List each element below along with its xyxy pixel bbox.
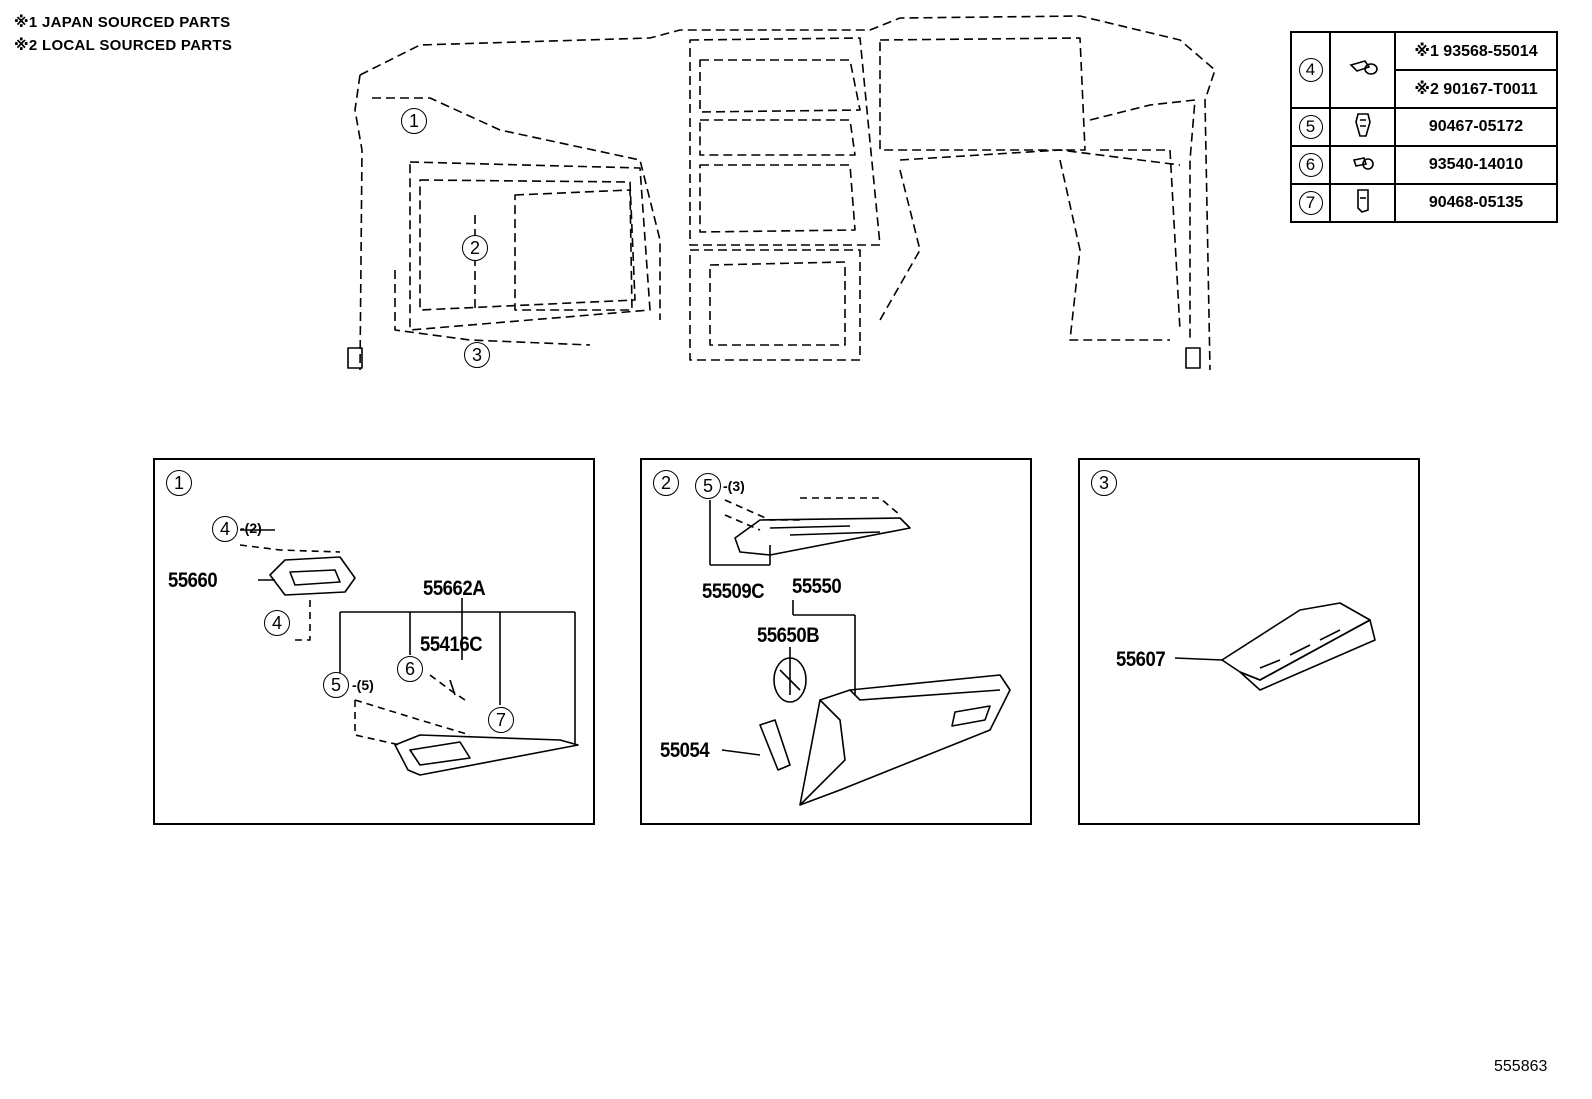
panel1-number: 1 (166, 470, 192, 496)
panel2-number: 2 (653, 470, 679, 496)
table-ref-cell: 6 (1290, 145, 1331, 185)
part-55662a: 55662A (423, 577, 486, 600)
table-row: 7 90468-05135 (1290, 183, 1558, 223)
screw-icon (1329, 145, 1396, 185)
overview-callout-3: 3 (464, 342, 490, 368)
table-row: 4 ※1 93568-55014 (1290, 31, 1558, 109)
table-part-number: ※2 90167-T0011 (1394, 69, 1558, 109)
overview-callout-1: 1 (401, 108, 427, 134)
table-ref-cell: 7 (1290, 183, 1331, 223)
panel1-callout-4-lower: 4 (264, 610, 290, 636)
panel-1 (153, 458, 595, 825)
panel1-callout-4-upper: 4 (212, 516, 238, 542)
table-ref-cell: 4 (1290, 31, 1331, 109)
panel-2 (640, 458, 1032, 825)
fastener-table: 4 ※1 93568-55014 ※2 90167-T0011 5 90467-… (1290, 31, 1558, 223)
table-row: ※2 90167-T0011 (1291, 69, 1558, 109)
table-ref-callout: 4 (1298, 58, 1323, 82)
panel2-lock-cylinder (773, 657, 807, 703)
panel1-leader-lines (240, 529, 576, 745)
dashboard-outline (354, 15, 1216, 371)
dashboard-mount-brackets (347, 347, 1201, 369)
panel1-callout-5: 5 (323, 672, 349, 698)
panel1-callout-5-qty: -(5) (352, 677, 374, 693)
panel1-dashed-links (239, 544, 471, 746)
panel1-lower-panel (394, 734, 579, 776)
table-part-number: 90467-05172 (1394, 107, 1558, 147)
table-part-number: ※1 93568-55014 (1394, 31, 1558, 71)
table-row: 5 90467-05172 (1290, 107, 1558, 147)
panel2-glovebox-door (799, 674, 1011, 806)
nut-clip-icon (1329, 183, 1396, 223)
panel1-callout-4-qty: -(2) (240, 520, 262, 536)
panel1-callout-6: 6 (397, 656, 423, 682)
part-55660: 55660 (168, 569, 218, 592)
legend-japan-sourced: ※1 JAPAN SOURCED PARTS (14, 14, 231, 31)
part-55650b: 55650B (757, 624, 820, 647)
table-row: 6 93540-14010 (1290, 145, 1558, 185)
panel1-callout-7: 7 (488, 707, 514, 733)
table-ref-callout: 5 (1298, 115, 1323, 139)
panel-3 (1078, 458, 1420, 825)
table-ref-callout: 6 (1298, 153, 1323, 177)
table-part-number: 90468-05135 (1394, 183, 1558, 223)
panel2-glovebox-upper-trim (734, 517, 911, 556)
panel3-duct (1221, 602, 1376, 691)
part-55054: 55054 (660, 739, 710, 762)
legend-local-sourced: ※2 LOCAL SOURCED PARTS (14, 37, 233, 54)
bolt-icon (1329, 31, 1396, 109)
part-55509c: 55509C (702, 580, 765, 603)
part-55607: 55607 (1116, 648, 1166, 671)
table-part-number: 93540-14010 (1394, 145, 1558, 185)
panel2-leader-lines (709, 500, 856, 756)
table-ref-callout: 7 (1298, 191, 1323, 215)
part-55416c: 55416C (420, 633, 483, 656)
panel2-callout-5: 5 (695, 473, 721, 499)
panel2-damper (759, 719, 791, 771)
diagram-id: 555863 (1494, 1058, 1548, 1075)
part-55550: 55550 (792, 575, 842, 598)
panel3-leader-line (1174, 657, 1223, 661)
table-ref-cell: 5 (1290, 107, 1331, 147)
panel1-vent-bezel (269, 556, 356, 596)
panel2-callout-5-qty: -(3) (723, 478, 745, 494)
panel1-fastener (449, 679, 456, 696)
panel3-number: 3 (1091, 470, 1117, 496)
clip-icon (1329, 107, 1396, 147)
overview-callout-2: 2 (462, 235, 488, 261)
